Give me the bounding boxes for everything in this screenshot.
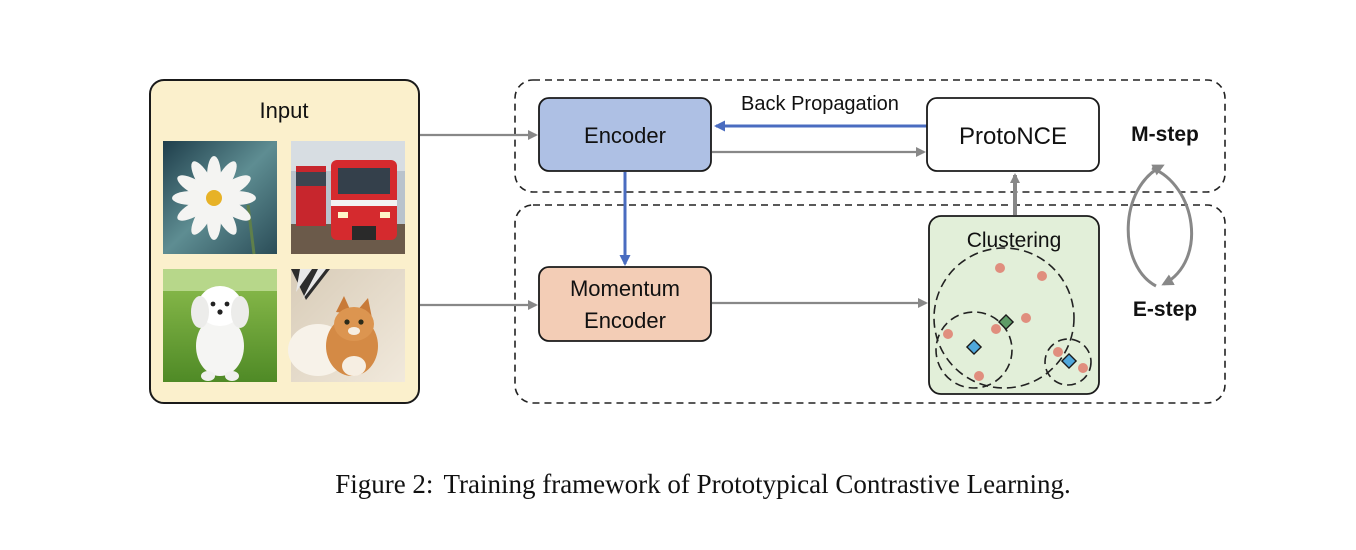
left-subcluster-circle bbox=[935, 311, 1013, 389]
small-cluster-circle bbox=[1044, 338, 1092, 386]
data-point bbox=[1037, 271, 1047, 281]
data-point bbox=[991, 324, 1001, 334]
momentum-encoder-label-line1: Momentum bbox=[570, 276, 680, 301]
data-point bbox=[974, 371, 984, 381]
data-point bbox=[1021, 313, 1031, 323]
momentum-encoder-label-line2: Encoder bbox=[584, 308, 666, 333]
data-point bbox=[1078, 363, 1088, 373]
white-puppy-photo bbox=[163, 269, 277, 382]
cluster-points bbox=[943, 263, 1088, 381]
protonce-box bbox=[926, 97, 1100, 172]
momentum-encoder-box bbox=[538, 266, 712, 342]
m-step-dashed-group bbox=[514, 79, 1226, 193]
input-title: Input bbox=[260, 98, 309, 123]
figure-caption: Figure 2: Training framework of Prototypi… bbox=[335, 469, 1071, 499]
figure-caption-text: Training framework of Prototypical Contr… bbox=[443, 469, 1070, 499]
em-cycle-left-arrow bbox=[1126, 164, 1165, 288]
m-step-label: M-step bbox=[1131, 123, 1199, 146]
e-step-dashed-group bbox=[514, 204, 1226, 404]
daisy-flower-photo bbox=[163, 141, 277, 255]
e-step-label: E-step bbox=[1133, 298, 1197, 321]
protonce-label: ProtoNCE bbox=[959, 123, 1067, 150]
blue-prototype-diamond bbox=[1060, 352, 1078, 370]
back-propagation-label: Back Propagation bbox=[741, 93, 899, 115]
encoder-label: Encoder bbox=[584, 123, 666, 148]
clustering-label: Clustering bbox=[967, 229, 1062, 252]
large-cluster-circle bbox=[933, 247, 1075, 389]
data-point bbox=[995, 263, 1005, 273]
blue-prototype-diamond bbox=[965, 338, 983, 356]
figure-number: Figure 2: bbox=[335, 469, 433, 499]
encoder-box bbox=[538, 97, 712, 172]
tabby-cat-photo bbox=[288, 269, 405, 382]
data-point bbox=[943, 329, 953, 339]
red-train-photo bbox=[291, 141, 405, 254]
green-prototype-diamond bbox=[997, 313, 1015, 331]
em-cycle-right-arrow bbox=[1151, 166, 1194, 286]
data-point bbox=[1053, 347, 1063, 357]
